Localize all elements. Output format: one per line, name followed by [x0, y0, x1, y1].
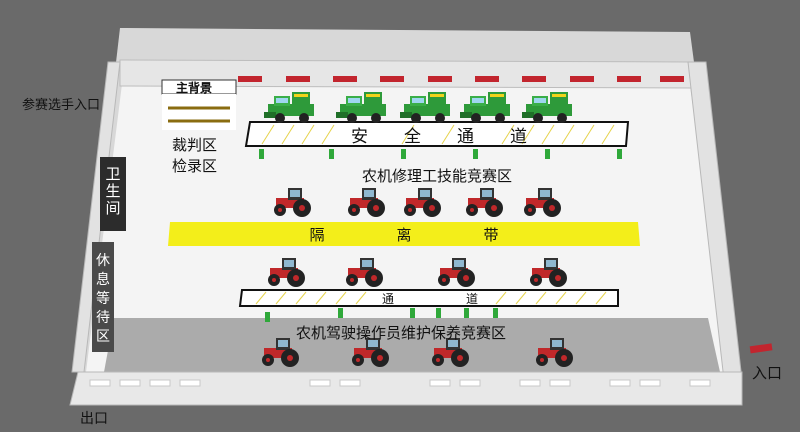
safety-channel-char: 全 — [404, 126, 421, 147]
entrance-label: 入口 — [752, 364, 783, 382]
back-wall-marks — [238, 76, 684, 82]
exit-label: 出口 — [80, 411, 108, 427]
waiting-char: 待 — [96, 310, 110, 326]
channel-char: 道 — [466, 291, 479, 306]
judge-table — [162, 94, 236, 130]
restroom-block — [100, 157, 126, 231]
restroom-char: 生 — [105, 182, 121, 200]
waiting-char: 息 — [96, 272, 110, 288]
safety-channel-char: 道 — [510, 126, 527, 147]
safety-channel-text: 安 全 通 道 — [250, 122, 628, 147]
entrance-marker — [749, 343, 773, 354]
green-poles-row2 — [265, 308, 498, 322]
channel-text: 通 道 — [242, 290, 618, 306]
safety-channel-char: 安 — [351, 126, 368, 147]
channel-lane — [238, 289, 619, 307]
front-windows — [89, 379, 711, 387]
isolation-belt-char: 离 — [396, 225, 412, 244]
isolation-belt-char: 隔 — [309, 225, 325, 244]
isolation-belt-text: 隔 离 带 — [170, 222, 638, 246]
safety-channel-char: 通 — [457, 126, 474, 147]
waiting-char: 区 — [96, 329, 110, 345]
lane-hatching — [255, 124, 615, 305]
isolation-belt-lane — [168, 222, 640, 246]
main-backdrop-label: 主背景 — [176, 81, 213, 95]
judge-table-lines — [168, 106, 230, 123]
restroom-label: 卫 生 间 — [103, 166, 123, 217]
waiting-block — [92, 242, 114, 352]
waiting-area-label: 休 息 等 待 区 — [93, 252, 113, 347]
inspection-area-label: 检录区 — [172, 157, 218, 175]
isolation-belt-char: 带 — [483, 225, 499, 244]
waiting-char: 等 — [96, 291, 110, 307]
channel-char: 通 — [381, 291, 394, 306]
green-poles-row1 — [259, 149, 622, 159]
repair-area-label: 农机修理工技能竞赛区 — [362, 167, 513, 185]
restroom-char: 卫 — [105, 165, 121, 183]
waiting-char: 休 — [96, 253, 110, 269]
contestant-entrance-label: 参赛选手入口 — [22, 98, 101, 113]
front-wall — [69, 371, 743, 406]
restroom-char: 间 — [105, 199, 121, 217]
operator-area-label: 农机驾驶操作员维护保养竞赛区 — [296, 324, 507, 342]
judge-area-label: 裁判区 — [172, 136, 218, 154]
